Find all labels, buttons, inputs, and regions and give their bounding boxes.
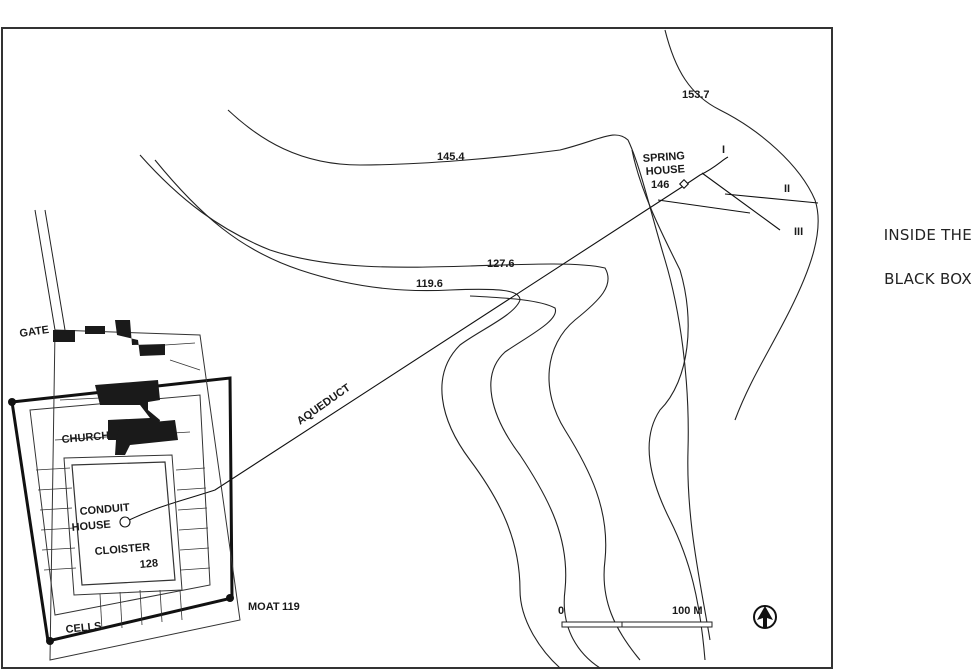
cloister-court: [71, 461, 176, 586]
scale-start-label: 0: [558, 605, 564, 617]
road-edge: [44, 209, 66, 331]
contour-119-6: [154, 159, 561, 669]
sidebar-line-1: INSIDE THE: [883, 226, 972, 244]
branch-ii-label: II: [784, 183, 790, 195]
contour-label-153-7: 153.7: [682, 89, 710, 101]
cells-label: CELLS: [65, 620, 102, 636]
branch-i-line: [684, 156, 729, 186]
conduit-house-label: HOUSE: [71, 519, 111, 534]
spring-label: SPRING: [642, 150, 685, 165]
contour-127-6: [139, 154, 641, 661]
contour-145-4-inner: [631, 149, 706, 661]
spring-house-label: HOUSE: [645, 163, 685, 178]
contour-119-6-b: [469, 295, 601, 669]
gate-block: [53, 330, 75, 342]
cloister-label: CLOISTER: [94, 541, 151, 558]
aqueduct-line: [124, 184, 686, 523]
church-label: CHURCH: [61, 430, 110, 446]
conduit-house-marker: [119, 516, 131, 528]
north-arrow-icon: [753, 605, 777, 629]
cloister-elevation: 128: [139, 557, 158, 571]
contour-label-119-6: 119.6: [416, 278, 443, 290]
contour-label-127-6: 127.6: [487, 258, 515, 270]
conduit-label: CONDUIT: [79, 502, 130, 518]
moat-label: MOAT: [248, 601, 280, 613]
road-edge: [34, 209, 56, 331]
contour-153-7: [664, 29, 819, 421]
scale-end-label: 100 M: [672, 605, 703, 617]
gate-label: GATE: [19, 324, 50, 340]
moat-elevation: 119: [282, 601, 300, 613]
branch-iii-line: [701, 172, 781, 231]
map-frame: [1, 27, 833, 669]
scale-bar: 0 100 M: [558, 605, 713, 628]
branch-ii-line: [657, 193, 819, 214]
contour-145-4: [227, 109, 711, 641]
contour-label-145-4: 145.4: [437, 151, 465, 163]
spring-house-elevation: 146: [651, 179, 669, 191]
sidebar-line-2: BLACK BOX: [884, 270, 972, 288]
spring-house-marker: [678, 178, 690, 190]
branch-i-label: I: [722, 144, 725, 156]
monastery-plan: [8, 320, 241, 661]
branch-iii-label: III: [794, 226, 803, 238]
